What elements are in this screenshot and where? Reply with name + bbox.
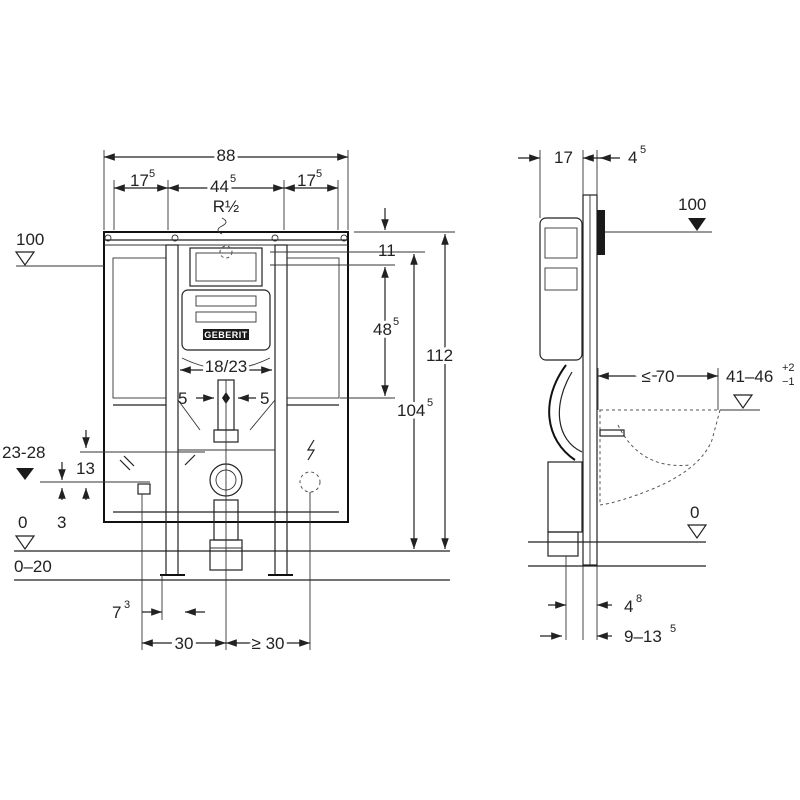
cistern-band-2	[195, 311, 257, 323]
mount-hole-left	[104, 234, 112, 242]
dim-41-46-marker	[732, 394, 754, 410]
level-23-28-marker	[16, 468, 34, 480]
mount-hole-mid-right	[271, 234, 279, 242]
electrical-hazard-icon	[306, 439, 316, 461]
dim-7-sup: 3	[124, 599, 130, 611]
side-dim-9-13-label: 9–13	[624, 627, 662, 646]
side-supply-hose	[548, 364, 576, 461]
flush-plate	[597, 210, 605, 255]
service-opening	[189, 247, 263, 287]
right-upright	[274, 244, 288, 576]
side-level-100-label: 100	[678, 195, 706, 214]
cistern-body	[181, 289, 271, 351]
dim-18-23-label: 18/23	[205, 357, 248, 376]
level-0-20-label: 0–20	[14, 557, 52, 576]
dim-5-right-label: 5	[260, 389, 269, 408]
brace-left	[177, 399, 201, 431]
brace-right	[249, 399, 276, 431]
dim-17-left-label: 17	[130, 171, 149, 190]
dim-44-label: 44	[210, 177, 229, 196]
wc-bowl-outline	[599, 409, 721, 506]
dim-44-sup: 5	[230, 173, 236, 185]
dim-13-label: 13	[76, 459, 95, 478]
level-0-front-marker	[14, 535, 36, 551]
side-level-0-marker	[686, 524, 708, 540]
dim-dot	[587, 155, 593, 161]
left-wood-panel	[112, 257, 167, 399]
side-dim-9-13-sup: 5	[670, 623, 676, 635]
side-dim-4-label: 4	[628, 148, 637, 167]
dim-3-label: 3	[57, 513, 66, 532]
dim-11-label: 11	[378, 241, 396, 260]
level-100-front-marker	[14, 251, 36, 267]
mount-hole-mid-left	[171, 234, 179, 242]
dim-41-46-sup: +2	[782, 362, 795, 374]
dim-17-right-label: 17	[297, 171, 316, 190]
dim-70-label: ≤ 70	[642, 367, 675, 386]
thread-label: R½	[213, 197, 239, 216]
electrical-box	[299, 471, 321, 493]
side-cistern-mid	[544, 267, 578, 291]
side-level-100-marker	[688, 218, 706, 231]
side-cistern	[539, 217, 583, 361]
dim-41-46-sub: −1	[782, 376, 795, 388]
supply-valve-left	[137, 483, 151, 495]
side-view: 17 4 5 100 ≤ 70 41–46 +2 −1 0 4 8 9–13	[518, 144, 795, 646]
dim-48-label: 48	[373, 320, 392, 339]
water-supply-connection	[219, 245, 233, 259]
supply-hose-right	[184, 454, 196, 466]
front-view: GEBERIT 88 17 5	[2, 143, 456, 656]
side-drain-pipe	[547, 461, 583, 533]
dim-48-sup: 5	[393, 316, 399, 328]
side-dim-4b-sup: 8	[636, 593, 642, 605]
side-dim-17-label: 17	[554, 148, 573, 167]
brand-plate	[203, 329, 249, 340]
side-cistern-top	[544, 227, 578, 259]
dim-88-label: 88	[217, 146, 236, 165]
side-level-0-label: 0	[690, 503, 699, 522]
mount-hole-right	[340, 234, 348, 242]
wc-bowl-inner	[617, 424, 691, 466]
dim-104-sup: 5	[427, 397, 433, 409]
level-23-28-label: 23-28	[2, 443, 45, 462]
dim-17-right-sup: 5	[316, 168, 322, 180]
dim-30-label: 30	[175, 634, 194, 653]
level-100-front-label: 100	[16, 230, 44, 249]
dim-112-label: 112	[426, 346, 453, 365]
supply-hose-icon	[119, 455, 135, 471]
side-dim-4-sup: 5	[640, 144, 646, 156]
service-opening-inner	[195, 252, 257, 282]
side-drain-pipe-end	[547, 531, 579, 557]
brand-label: GEBERIT	[204, 330, 248, 340]
water-inlet-icon	[217, 217, 227, 235]
side-dim-4b-label: 4	[624, 597, 633, 616]
dim-ge30-label: ≥ 30	[252, 634, 285, 653]
side-supply-hose-2	[558, 371, 583, 453]
wc-connector	[599, 429, 625, 437]
dim-5-left-label: 5	[178, 389, 187, 408]
dim-7-label: 7	[112, 603, 121, 622]
dim-104-label: 104	[397, 401, 425, 420]
level-0-front-label: 0	[18, 513, 27, 532]
cistern-band-1	[195, 295, 257, 307]
dim-17-left-sup: 5	[149, 168, 155, 180]
right-wood-panel	[286, 257, 340, 399]
left-upright	[165, 244, 179, 576]
dim-41-46-label: 41–46	[726, 367, 773, 386]
